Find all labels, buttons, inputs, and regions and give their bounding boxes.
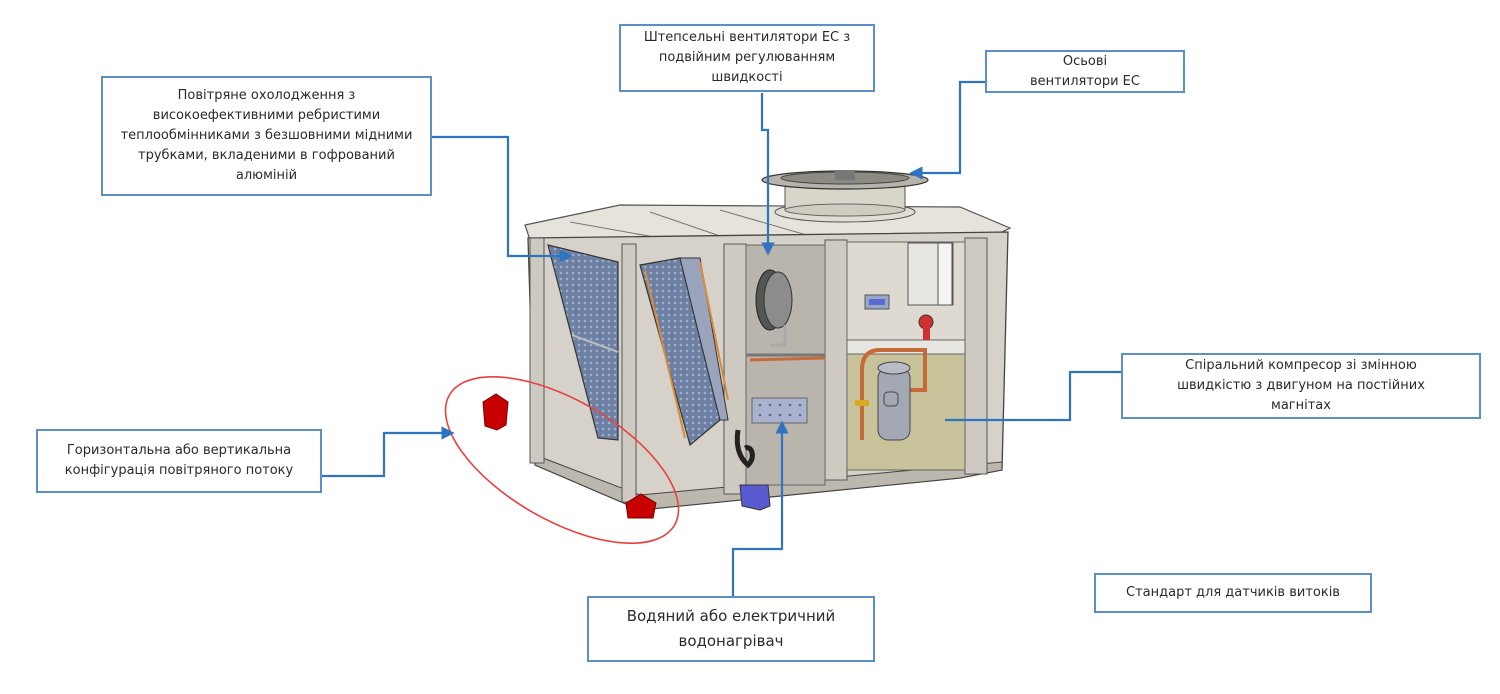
callout-air-cooling: Повітряне охолодження з високоефективним…	[101, 76, 432, 196]
callout-leak-sensors-text: Стандарт для датчиків витоків	[1126, 585, 1340, 600]
leader-heater	[731, 420, 789, 596]
callout-heater: Водяний або електричний водонагрівач	[587, 596, 875, 662]
leader-axial-fans	[909, 80, 985, 180]
callout-scroll-compressor-text: Спіральний компресор зі змінною швидкіст…	[1177, 358, 1425, 413]
callout-plug-fans-text: Штепсельні вентилятори ЕС з подвійним ре…	[643, 30, 851, 85]
plug-fan	[749, 269, 826, 362]
callout-axial-fans-text: Осьові вентилятори ЕС	[1030, 53, 1140, 89]
control-panel	[864, 242, 954, 340]
airflow-highlight-ellipse	[444, 375, 680, 545]
leader-plug-fans	[760, 93, 775, 256]
callout-leak-sensors: Стандарт для датчиків витоків	[1094, 573, 1372, 613]
leader-compressor	[945, 370, 1121, 422]
heat-exchanger-coils	[547, 244, 729, 447]
axial-fan	[761, 170, 929, 223]
callout-air-cooling-text: Повітряне охолодження з високоефективним…	[120, 88, 413, 183]
callout-scroll-compressor: Спіральний компресор зі змінною швидкіст…	[1121, 353, 1481, 419]
scroll-compressor	[855, 348, 927, 441]
callout-plug-fans: Штепсельні вентилятори ЕС з подвійним ре…	[619, 24, 875, 92]
callout-heater-text: Водяний або електричний водонагрівач	[626, 607, 836, 650]
callout-airflow-config: Горизонтальна або вертикальна конфігурац…	[36, 429, 322, 493]
airflow-markers	[482, 393, 771, 519]
callout-airflow-config-text: Горизонтальна або вертикальна конфігурац…	[64, 443, 294, 478]
callout-axial-fans: Осьові вентилятори ЕС	[985, 50, 1185, 93]
leader-airflow-config	[322, 426, 455, 478]
leader-air-cooling	[431, 135, 573, 263]
